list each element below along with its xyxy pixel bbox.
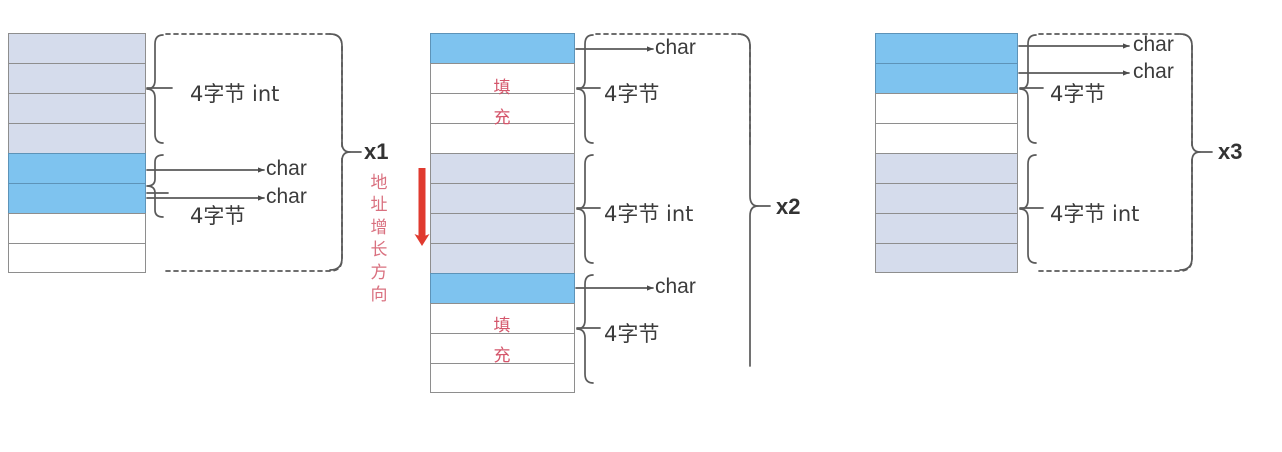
memory-cell-int: [430, 153, 575, 183]
label-c3-four-bytes: 4字节: [1050, 82, 1106, 106]
axis-char-3: 增: [370, 217, 388, 238]
memory-cell-int: [8, 33, 146, 63]
group-label-x1: x1: [364, 139, 389, 164]
memory-cell-padding: [430, 63, 575, 93]
memory-cell-empty: [875, 123, 1018, 153]
memory-cell-int: [430, 183, 575, 213]
memory-column-x1: [8, 33, 146, 273]
axis-char-5: 方: [370, 262, 388, 283]
memory-cell-char: [430, 33, 575, 63]
label-c1-char-b: char: [266, 185, 307, 208]
memory-cell-empty: [8, 243, 146, 273]
memory-cell-int: [875, 153, 1018, 183]
label-c3-int: 4字节 int: [1050, 202, 1140, 226]
label-c1-four-bytes: 4字节: [190, 204, 246, 228]
memory-cell-int: [430, 213, 575, 243]
axis-char-6: 向: [370, 285, 388, 306]
memory-cell-int: [8, 123, 146, 153]
label-c1-int: 4字节 int: [190, 82, 280, 106]
memory-cell-char: [875, 63, 1018, 93]
axis-char-4: 长: [370, 240, 388, 261]
memory-cell-int: [8, 63, 146, 93]
group-label-x2: x2: [776, 194, 801, 219]
memory-cell-int: [8, 93, 146, 123]
memory-column-x2: [430, 33, 575, 393]
memory-cell-empty: [8, 213, 146, 243]
memory-cell-padding: [430, 303, 575, 333]
memory-cell-int: [875, 243, 1018, 273]
label-c3-char-a: char: [1133, 33, 1174, 56]
axis-char-1: 地: [370, 173, 388, 193]
label-c2-four-bytes-b: 4字节: [604, 322, 660, 346]
label-c2-char-b: char: [655, 275, 696, 298]
label-c2-int: 4字节 int: [604, 202, 694, 226]
memory-cell-empty: [875, 93, 1018, 123]
memory-cell-padding: [430, 363, 575, 393]
memory-cell-char: [8, 153, 146, 183]
axis-char-2: 址: [370, 195, 388, 216]
memory-cell-int: [430, 243, 575, 273]
memory-column-x3: [875, 33, 1018, 273]
label-c3-char-b: char: [1133, 60, 1174, 83]
group-label-x3: x3: [1218, 139, 1243, 164]
memory-cell-padding: [430, 93, 575, 123]
memory-cell-padding: [430, 333, 575, 363]
label-c2-four-bytes-a: 4字节: [604, 82, 660, 106]
memory-cell-int: [875, 183, 1018, 213]
memory-cell-padding: [430, 123, 575, 153]
label-c1-char-a: char: [266, 157, 307, 180]
memory-cell-char: [8, 183, 146, 213]
memory-cell-char: [430, 273, 575, 303]
memory-cell-char: [875, 33, 1018, 63]
label-c2-char-a: char: [655, 36, 696, 59]
address-growth-caption: 地 址 增 长 方 向: [368, 172, 390, 307]
memory-cell-int: [875, 213, 1018, 243]
